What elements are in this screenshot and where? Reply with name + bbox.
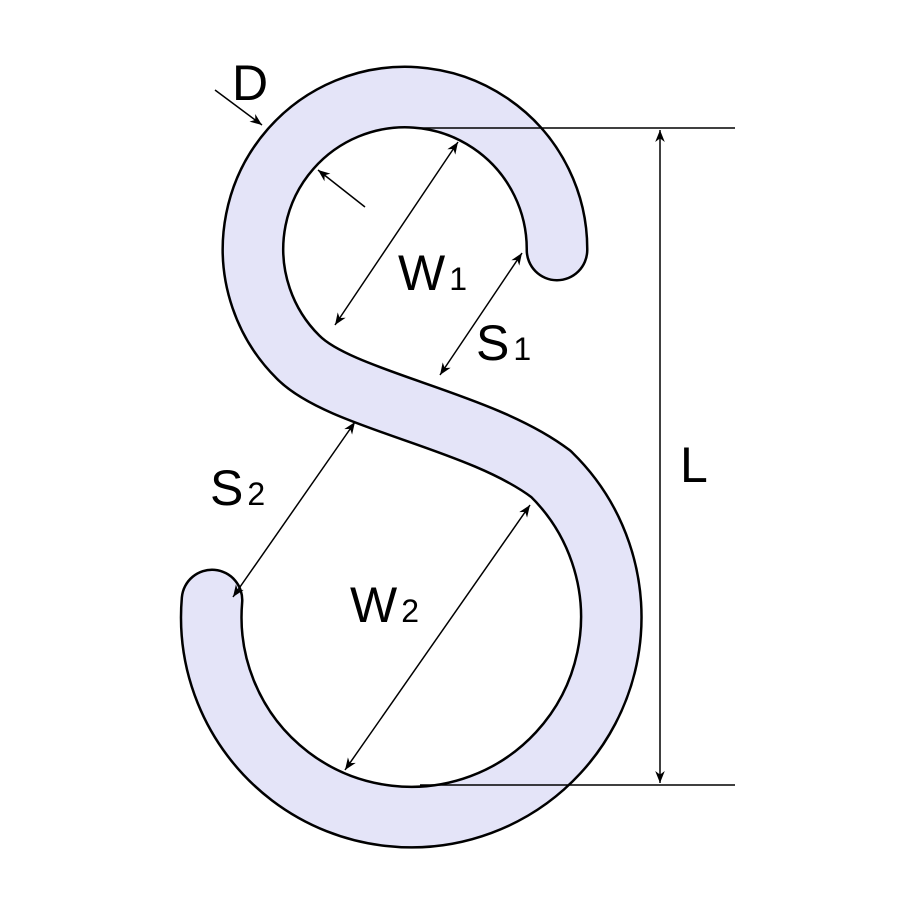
label-L: L — [680, 437, 708, 493]
label-D: D — [232, 55, 268, 111]
arrow-D-outer — [214, 89, 263, 126]
dimension-line-S2 — [232, 421, 356, 598]
hook-body — [182, 68, 641, 847]
dimension-line-W1 — [334, 141, 459, 326]
s-hook-shape — [179, 65, 643, 849]
dimension-line-S1 — [439, 252, 523, 376]
dimension-line-W2 — [344, 504, 531, 771]
arrow-D-inner — [317, 169, 366, 208]
